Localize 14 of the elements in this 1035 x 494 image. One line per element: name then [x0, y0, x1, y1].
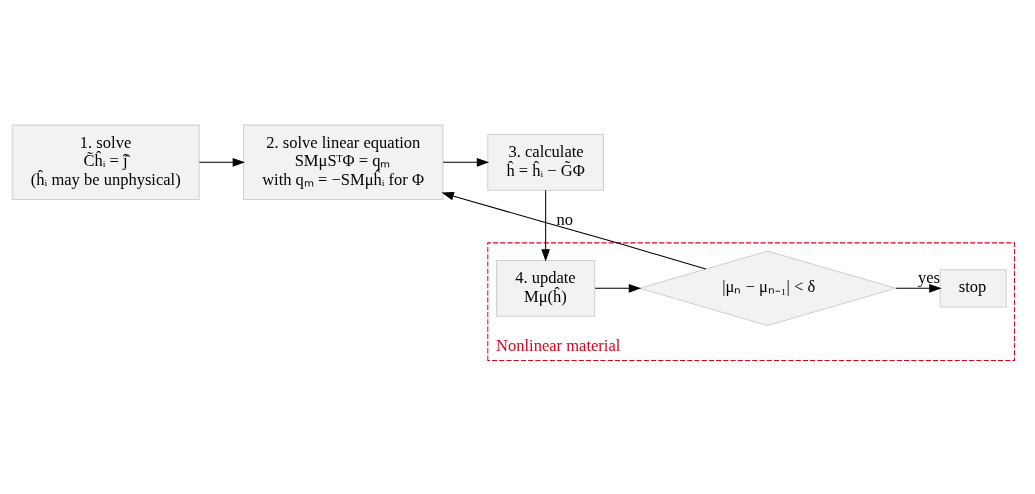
node-box: 3. calculate ĥ = ĥᵢ − G̃Φ: [487, 133, 604, 191]
arrow: [594, 283, 642, 293]
arrow: [541, 189, 550, 262]
arrow: [198, 157, 246, 167]
edge-label: no: [556, 210, 573, 230]
arrow: [441, 191, 707, 270]
node-box: 1. solve C̃ĥᵢ = ĵ̂ (ĥᵢ may be unphysical): [11, 124, 200, 200]
node-box: 4. update Mμ(ĥ): [496, 259, 596, 317]
node-box: stop: [939, 269, 1007, 308]
arrow: [895, 283, 942, 293]
node-box: 2. solve linear equation SMμSᵀΦ = qₘ with qₘ = −SMμĥᵢ for Φ: [243, 124, 444, 200]
node-diamond: |μₙ − μₙ₋₁| < δ: [637, 250, 898, 327]
edge-label: yes: [918, 267, 941, 287]
arrow: [442, 157, 490, 167]
